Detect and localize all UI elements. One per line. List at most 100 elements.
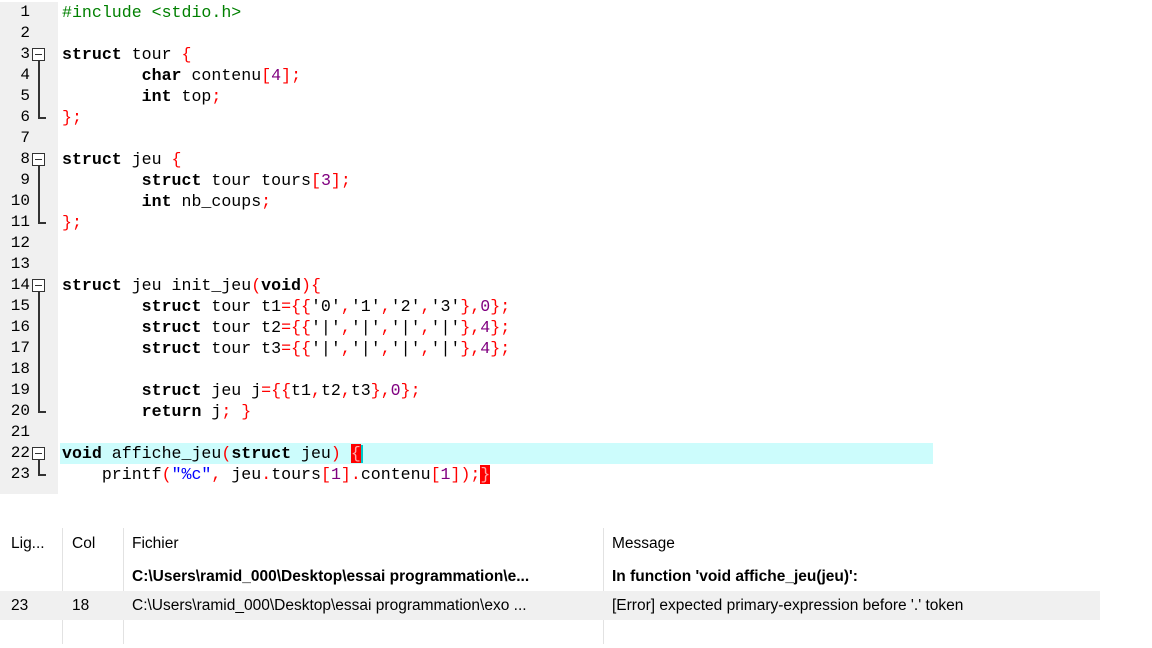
message-row[interactable]: C:\Users\ramid_000\Desktop\essai program… bbox=[0, 562, 1100, 591]
code-line[interactable]: 17 struct tour t3={{'|','|','|','|'},4}; bbox=[0, 338, 940, 359]
code-line[interactable]: 18 bbox=[0, 359, 940, 380]
code-text: }; bbox=[60, 212, 933, 233]
code-token: tour tours bbox=[201, 171, 311, 190]
code-line[interactable]: 10 int nb_coups; bbox=[0, 191, 940, 212]
code-token: '|' bbox=[310, 318, 341, 337]
compiler-messages-panel: Lig... Col Fichier Message C:\Users\rami… bbox=[0, 528, 1152, 648]
code-token: , bbox=[380, 297, 391, 316]
message-file: C:\Users\ramid_000\Desktop\essai program… bbox=[132, 597, 527, 614]
line-number-gutter bbox=[0, 2, 58, 494]
code-token: tours bbox=[271, 465, 321, 484]
code-line[interactable]: 12 bbox=[0, 233, 940, 254]
code-token: 0 bbox=[480, 297, 491, 316]
code-token: jeu bbox=[291, 444, 331, 463]
fold-toggle-icon[interactable] bbox=[32, 447, 45, 460]
text-cursor bbox=[360, 444, 363, 463]
code-line[interactable]: 11}; bbox=[0, 212, 940, 233]
code-text bbox=[60, 254, 933, 275]
line-number: 8 bbox=[20, 150, 30, 168]
line-number: 13 bbox=[10, 255, 30, 273]
code-text: struct tour { bbox=[60, 44, 933, 65]
code-token: 1 bbox=[330, 465, 341, 484]
code-token: void bbox=[261, 276, 302, 295]
code-token: t1 bbox=[291, 381, 311, 400]
code-line[interactable]: 1 #include <stdio.h> bbox=[0, 2, 940, 23]
code-token: , bbox=[340, 381, 351, 400]
code-token: ={{ bbox=[281, 297, 311, 316]
line-number: 16 bbox=[10, 318, 30, 336]
code-line[interactable]: 21 bbox=[0, 422, 940, 443]
code-token: ={{ bbox=[281, 339, 311, 358]
code-line[interactable]: 7 bbox=[0, 128, 940, 149]
code-token: '|' bbox=[390, 318, 421, 337]
code-token: '|' bbox=[430, 339, 461, 358]
message-row[interactable]: 23 18 C:\Users\ramid_000\Desktop\essai p… bbox=[0, 591, 1100, 620]
code-token: ; bbox=[221, 402, 232, 421]
line-number: 2 bbox=[20, 24, 30, 42]
code-token: { bbox=[181, 45, 192, 64]
line-number: 17 bbox=[10, 339, 30, 357]
code-text: int nb_coups; bbox=[60, 191, 933, 212]
code-line[interactable]: 2 bbox=[0, 23, 940, 44]
code-token: , bbox=[380, 318, 391, 337]
code-token: int bbox=[141, 87, 172, 106]
code-token bbox=[341, 444, 351, 463]
code-token bbox=[62, 381, 142, 400]
code-text: struct jeu init_jeu(void){ bbox=[60, 275, 933, 296]
code-token: struct bbox=[141, 339, 202, 358]
code-token: , bbox=[211, 465, 222, 484]
code-text bbox=[60, 422, 933, 443]
code-token: , bbox=[420, 297, 431, 316]
code-line[interactable]: 20 return j; } bbox=[0, 401, 940, 422]
column-header-file[interactable]: Fichier bbox=[132, 535, 179, 552]
fold-guide-end bbox=[38, 117, 46, 119]
code-text: return j; } bbox=[60, 401, 933, 422]
column-divider[interactable] bbox=[123, 528, 124, 644]
code-line[interactable]: 23 printf("%c", jeu.tours[1].contenu[1])… bbox=[0, 464, 940, 485]
code-token: '|' bbox=[390, 339, 421, 358]
code-token: j bbox=[201, 402, 222, 421]
column-divider[interactable] bbox=[62, 528, 63, 644]
fold-toggle-icon[interactable] bbox=[32, 153, 45, 166]
fold-guide bbox=[38, 292, 40, 411]
code-token: , bbox=[420, 318, 431, 337]
code-token: struct bbox=[62, 150, 122, 169]
code-token: '|' bbox=[350, 339, 381, 358]
fold-guide bbox=[38, 166, 40, 222]
column-header-line[interactable]: Lig... bbox=[11, 535, 45, 552]
code-text bbox=[60, 128, 933, 149]
code-line[interactable]: 16 struct tour t2={{'|','|','|','|'},4}; bbox=[0, 317, 940, 338]
code-token: jeu bbox=[121, 150, 172, 169]
code-token: }; bbox=[490, 318, 511, 337]
fold-toggle-icon[interactable] bbox=[32, 279, 45, 292]
code-token: ]; bbox=[330, 171, 351, 190]
code-token: }, bbox=[460, 318, 481, 337]
code-text: #include <stdio.h> bbox=[60, 2, 933, 23]
code-line[interactable]: 9 struct tour tours[3]; bbox=[0, 170, 940, 191]
message-col: 18 bbox=[72, 597, 90, 614]
column-header-message[interactable]: Message bbox=[612, 535, 675, 552]
line-number: 1 bbox=[20, 3, 30, 21]
code-line[interactable]: 4 char contenu[4]; bbox=[0, 65, 940, 86]
code-line[interactable]: 15 struct tour t1={{'0','1','2','3'},0}; bbox=[0, 296, 940, 317]
code-token: printf bbox=[62, 465, 162, 484]
message-text: In function 'void affiche_jeu(jeu)': bbox=[612, 568, 858, 585]
code-line[interactable]: 19 struct jeu j={{t1,t2,t3},0}; bbox=[0, 380, 940, 401]
code-line[interactable]: 5 int top; bbox=[0, 86, 940, 107]
code-token: '2' bbox=[390, 297, 421, 316]
column-header-col[interactable]: Col bbox=[72, 535, 96, 552]
code-token: 1 bbox=[440, 465, 451, 484]
code-token: struct bbox=[141, 297, 202, 316]
code-token: } bbox=[241, 402, 252, 421]
fold-toggle-icon[interactable] bbox=[32, 48, 45, 61]
line-number: 5 bbox=[20, 87, 30, 105]
code-token: ( bbox=[221, 444, 232, 463]
code-line[interactable]: 6}; bbox=[0, 107, 940, 128]
code-line[interactable]: 13 bbox=[0, 254, 940, 275]
column-divider[interactable] bbox=[603, 528, 604, 644]
